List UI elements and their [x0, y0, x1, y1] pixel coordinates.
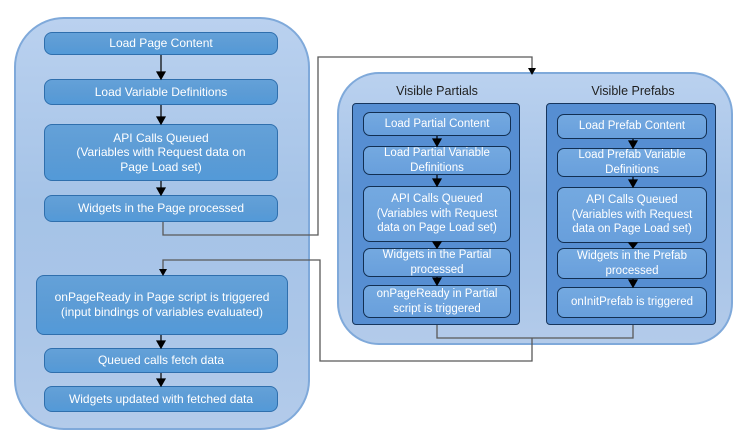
prefab-step-oninitprefab-triggered: onInitPrefab is triggered [557, 287, 707, 318]
step-queued-calls-fetch-data: Queued calls fetch data [44, 348, 278, 373]
prefab-step-load-variable-definitions: Load Prefab Variable Definitions [557, 148, 707, 177]
visible-partials-title: Visible Partials [396, 84, 478, 98]
step-load-variable-definitions: Load Variable Definitions [44, 79, 278, 105]
partial-step-widgets-processed: Widgets in the Partial processed [363, 248, 511, 277]
prefab-step-load-content: Load Prefab Content [557, 114, 707, 139]
partial-step-load-content: Load Partial Content [363, 112, 511, 136]
step-widgets-in-page-processed: Widgets in the Page processed [44, 195, 278, 222]
step-onpageready-triggered: onPageReady in Page script is triggered … [36, 275, 288, 335]
partial-step-load-variable-definitions: Load Partial Variable Definitions [363, 146, 511, 175]
partial-step-api-calls-queued: API Calls Queued (Variables with Request… [363, 186, 511, 242]
step-widgets-updated: Widgets updated with fetched data [44, 386, 278, 412]
prefab-step-api-calls-queued: API Calls Queued (Variables with Request… [557, 187, 707, 243]
prefab-step-widgets-processed: Widgets in the Prefab processed [557, 248, 707, 279]
visible-prefabs-title: Visible Prefabs [591, 84, 675, 98]
step-api-calls-queued: API Calls Queued (Variables with Request… [44, 124, 278, 181]
partial-step-onpageready-triggered: onPageReady in Partial script is trigger… [363, 285, 511, 318]
step-load-page-content: Load Page Content [44, 32, 278, 55]
